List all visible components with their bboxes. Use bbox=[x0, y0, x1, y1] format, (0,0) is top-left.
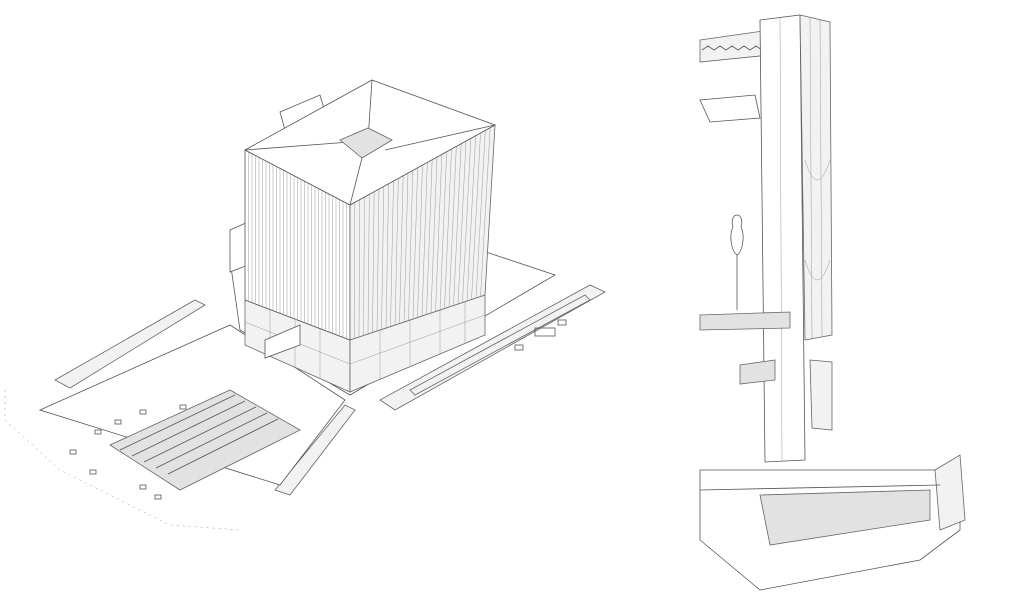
fin-line bbox=[471, 132, 481, 300]
ceiling-panel bbox=[699, 94, 761, 123]
site-dots bbox=[69, 319, 567, 500]
ramp-left bbox=[54, 299, 206, 389]
fin-line bbox=[448, 146, 457, 308]
fin-line bbox=[403, 172, 409, 323]
ground-line bbox=[699, 484, 941, 491]
fin-line bbox=[457, 140, 467, 305]
fin-line bbox=[376, 188, 380, 332]
facade-fins bbox=[248, 127, 491, 339]
fin-line bbox=[462, 138, 472, 303]
top-slab bbox=[699, 29, 771, 63]
sidewalk-edge bbox=[409, 294, 591, 396]
fin-line bbox=[399, 175, 404, 324]
roof-skylight bbox=[339, 127, 393, 159]
fin-lines bbox=[779, 17, 831, 463]
fin-line bbox=[412, 167, 418, 320]
glazing bbox=[759, 14, 806, 463]
foundation-core bbox=[759, 489, 931, 546]
fin-line bbox=[363, 196, 365, 336]
fin-line bbox=[358, 199, 360, 338]
fin-line bbox=[480, 127, 491, 297]
lower-fin bbox=[809, 359, 833, 431]
fin-line bbox=[408, 170, 414, 321]
fin-line bbox=[394, 178, 399, 326]
fin-line bbox=[453, 143, 462, 306]
lower-beam bbox=[739, 359, 776, 385]
ramp-front bbox=[274, 404, 356, 496]
fin-line bbox=[439, 151, 447, 311]
fin-line bbox=[385, 183, 389, 329]
fin-line bbox=[381, 186, 385, 330]
slab-corrugation bbox=[701, 45, 763, 51]
human-figure-icon bbox=[730, 214, 744, 310]
fin-line bbox=[417, 164, 423, 318]
axonometric-building bbox=[4, 79, 606, 531]
step-lines bbox=[119, 394, 279, 475]
fin-line bbox=[372, 191, 375, 333]
fin-line bbox=[426, 159, 433, 315]
fin-line bbox=[390, 180, 394, 327]
site-boundary bbox=[4, 390, 241, 531]
fin-line bbox=[444, 148, 452, 309]
fin-line bbox=[421, 162, 428, 317]
floor-slab bbox=[699, 311, 791, 331]
fin-line bbox=[430, 156, 438, 314]
facade-section bbox=[699, 14, 966, 591]
entrance-canopy bbox=[264, 324, 301, 359]
plaza-steps bbox=[109, 389, 301, 491]
parapet bbox=[934, 454, 966, 531]
fin-panel bbox=[799, 14, 833, 341]
fin-line bbox=[466, 135, 476, 302]
fin-line bbox=[367, 194, 370, 335]
fin-line bbox=[435, 154, 443, 312]
fin-line bbox=[475, 130, 486, 299]
